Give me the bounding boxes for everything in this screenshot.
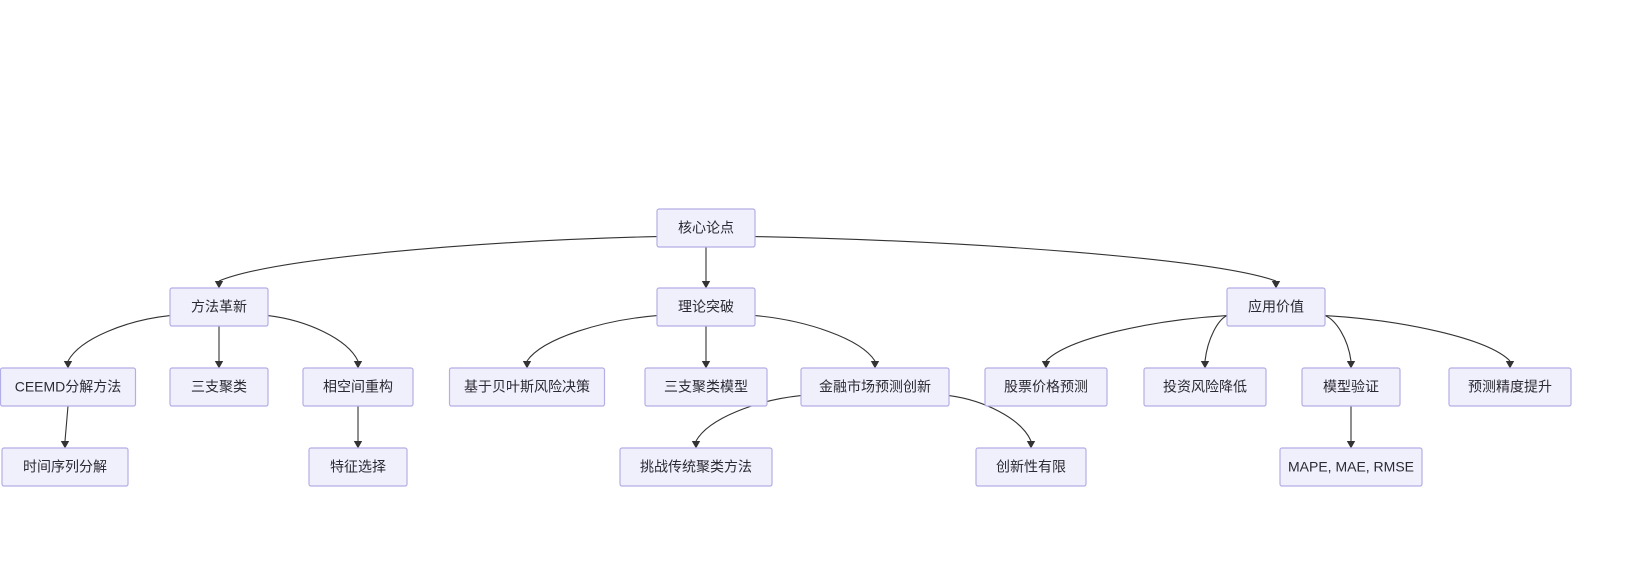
edge-n3-to-n12	[1324, 315, 1352, 362]
node-label-n10: 股票价格预测	[1004, 379, 1088, 395]
node-n6[interactable]: 相空间重构	[302, 367, 414, 407]
node-label-n15: 特征选择	[330, 459, 386, 475]
node-box-n18[interactable]	[1279, 447, 1423, 487]
node-box-n14[interactable]	[1, 447, 129, 487]
node-label-n8: 三支聚类模型	[664, 379, 748, 395]
node-n16[interactable]: 挑战传统聚类方法	[619, 447, 773, 487]
node-n18[interactable]: MAPE, MAE, RMSE	[1279, 447, 1423, 487]
node-label-n6: 相空间重构	[323, 379, 393, 395]
node-box-n0[interactable]	[656, 208, 756, 248]
node-n8[interactable]: 三支聚类模型	[644, 367, 768, 407]
arrowhead-n3-to-n13	[1505, 361, 1515, 369]
node-box-n13[interactable]	[1448, 367, 1572, 407]
node-n11[interactable]: 投资风险降低	[1143, 367, 1267, 407]
arrowhead-n3-to-n10	[1041, 361, 1051, 369]
node-label-n12: 模型验证	[1323, 379, 1379, 395]
node-label-n1: 方法革新	[191, 299, 247, 315]
node-box-n5[interactable]	[169, 367, 269, 407]
arrowhead-n2-to-n7	[522, 361, 532, 369]
node-box-n7[interactable]	[448, 367, 606, 407]
arrowhead-n6-to-n15	[353, 441, 363, 449]
node-label-n13: 预测精度提升	[1468, 379, 1552, 395]
node-box-n1[interactable]	[169, 287, 269, 327]
node-label-n17: 创新性有限	[996, 459, 1066, 475]
node-box-n3[interactable]	[1226, 287, 1326, 327]
node-box-n2[interactable]	[656, 287, 756, 327]
node-box-n6[interactable]	[302, 367, 414, 407]
arrowhead-n9-to-n16	[691, 441, 701, 449]
edge-n2-to-n9	[754, 315, 876, 362]
node-n15[interactable]: 特征选择	[308, 447, 408, 487]
node-n9[interactable]: 金融市场预测创新	[800, 367, 950, 407]
node-box-n11[interactable]	[1143, 367, 1267, 407]
node-n1[interactable]: 方法革新	[169, 287, 269, 327]
node-box-n8[interactable]	[644, 367, 768, 407]
node-label-n16: 挑战传统聚类方法	[640, 459, 752, 475]
node-label-n7: 基于贝叶斯风险决策	[464, 379, 590, 395]
node-box-n4[interactable]	[0, 367, 137, 407]
node-label-n14: 时间序列分解	[23, 459, 107, 475]
node-n4[interactable]: CEEMD分解方法	[0, 367, 137, 407]
node-box-n12[interactable]	[1301, 367, 1401, 407]
node-n7[interactable]: 基于贝叶斯风险决策	[448, 367, 606, 407]
node-n0[interactable]: 核心论点	[656, 208, 756, 248]
edge-n9-to-n16	[695, 395, 802, 442]
arrowhead-n12-to-n18	[1346, 441, 1356, 449]
arrowhead-n2-to-n9	[870, 361, 880, 369]
arrowhead-n3-to-n11	[1200, 361, 1210, 369]
arrowhead-n0-to-n1	[214, 281, 224, 289]
node-n17[interactable]: 创新性有限	[975, 447, 1087, 487]
node-box-n16[interactable]	[619, 447, 773, 487]
arrowhead-n0-to-n3	[1271, 281, 1281, 289]
node-label-n3: 应用价值	[1248, 299, 1304, 315]
arrowhead-n1-to-n4	[63, 361, 73, 369]
arrowhead-n1-to-n5	[214, 361, 224, 369]
edge-n9-to-n17	[948, 395, 1032, 442]
arrowhead-n2-to-n8	[701, 361, 711, 369]
node-box-n10[interactable]	[984, 367, 1108, 407]
arrowhead-n3-to-n12	[1346, 361, 1356, 369]
arrowhead-n1-to-n6	[353, 361, 363, 369]
node-box-n9[interactable]	[800, 367, 950, 407]
node-label-n9: 金融市场预测创新	[819, 379, 931, 395]
node-n10[interactable]: 股票价格预测	[984, 367, 1108, 407]
edges-layer	[60, 236, 1515, 449]
node-n13[interactable]: 预测精度提升	[1448, 367, 1572, 407]
edge-n1-to-n6	[267, 315, 359, 362]
edge-n3-to-n13	[1324, 315, 1511, 362]
node-label-n2: 理论突破	[678, 299, 734, 315]
node-box-n15[interactable]	[308, 447, 408, 487]
node-label-n11: 投资风险降低	[1163, 379, 1247, 395]
node-n2[interactable]: 理论突破	[656, 287, 756, 327]
node-label-n0: 核心论点	[678, 220, 734, 236]
node-n14[interactable]: 时间序列分解	[1, 447, 129, 487]
node-label-n18: MAPE, MAE, RMSE	[1288, 459, 1414, 475]
arrowhead-n0-to-n2	[701, 281, 711, 289]
edge-n1-to-n4	[67, 315, 171, 362]
node-n3[interactable]: 应用价值	[1226, 287, 1326, 327]
node-box-n17[interactable]	[975, 447, 1087, 487]
edge-n4-to-n14	[64, 405, 69, 442]
edge-n0-to-n3	[754, 236, 1277, 282]
edge-n0-to-n1	[218, 236, 658, 282]
edge-n2-to-n7	[526, 315, 658, 362]
node-label-n4: CEEMD分解方法	[15, 379, 122, 395]
arrowhead-n9-to-n17	[1026, 441, 1036, 449]
node-label-n5: 三支聚类	[191, 379, 247, 395]
edge-n3-to-n11	[1204, 315, 1228, 362]
edge-n3-to-n10	[1045, 315, 1228, 362]
node-n5[interactable]: 三支聚类	[169, 367, 269, 407]
node-n12[interactable]: 模型验证	[1301, 367, 1401, 407]
arrowhead-n4-to-n14	[60, 441, 70, 449]
